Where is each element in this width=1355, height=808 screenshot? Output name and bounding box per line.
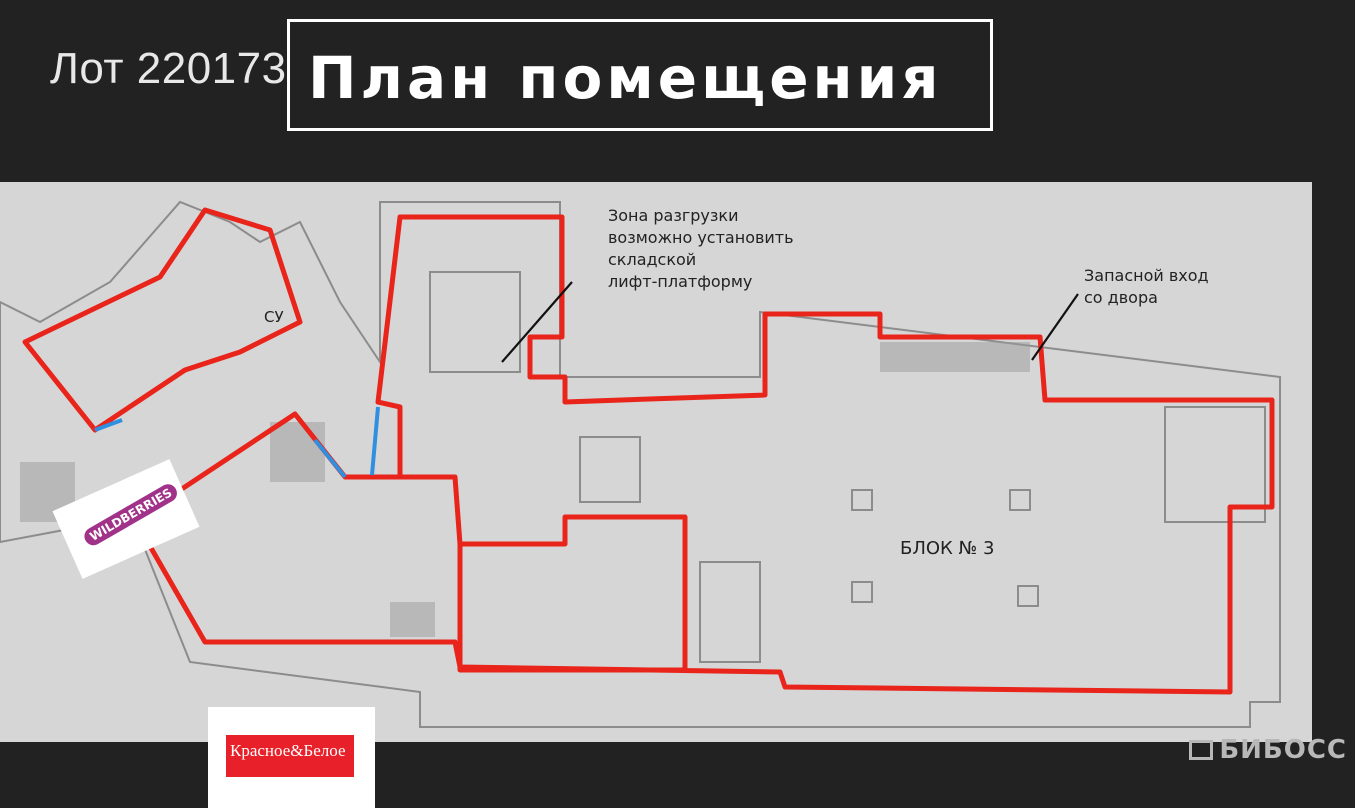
zone-pointer [501, 281, 573, 363]
outer-wall [0, 200, 1281, 728]
stair-2 [270, 422, 325, 482]
wildberries-label: WILDBERRIES [81, 480, 181, 549]
page-title: План помещения [308, 44, 943, 112]
boundary-wildberries [22, 207, 303, 433]
column-1 [851, 489, 873, 511]
wc-label: СУ [264, 308, 284, 326]
rental-boundary [22, 207, 1275, 695]
building-icon [1189, 740, 1214, 760]
pointer-lines [501, 281, 1079, 363]
lot-number: Лот 220173 [50, 44, 287, 93]
title-frame [287, 19, 993, 131]
door-3 [370, 406, 380, 476]
brand-watermark: БИБОСС [1189, 735, 1347, 765]
door-lines [94, 406, 380, 479]
column-3 [851, 581, 873, 603]
krasnoe-beloe-label: Красное&Белое [230, 741, 346, 760]
brand-name: БИБОСС [1219, 735, 1347, 765]
header: Лот 220173 План помещения [0, 0, 1355, 182]
column-2 [1009, 489, 1031, 511]
floor-plan-drawing [0, 200, 1281, 728]
emergency-exit-note: Запасной вход со двора [1084, 266, 1209, 307]
stair-1 [880, 342, 1030, 372]
unloading-zone-note: Зона разгрузки возможно установить склад… [608, 206, 794, 291]
block-label: БЛОК № 3 [900, 538, 995, 559]
krasnoe-beloe-logo: Красное&Белое [208, 707, 375, 808]
door-2 [313, 438, 347, 479]
exit-pointer [1031, 293, 1079, 361]
floor-plan: WILDBERRIES Красное&Белое [0, 182, 1312, 808]
boundary-main [132, 214, 1275, 695]
door-1 [94, 418, 123, 432]
column-4 [1017, 585, 1039, 607]
stairs [20, 342, 1030, 637]
stair-4 [390, 602, 435, 637]
inner-wall [429, 271, 1266, 663]
